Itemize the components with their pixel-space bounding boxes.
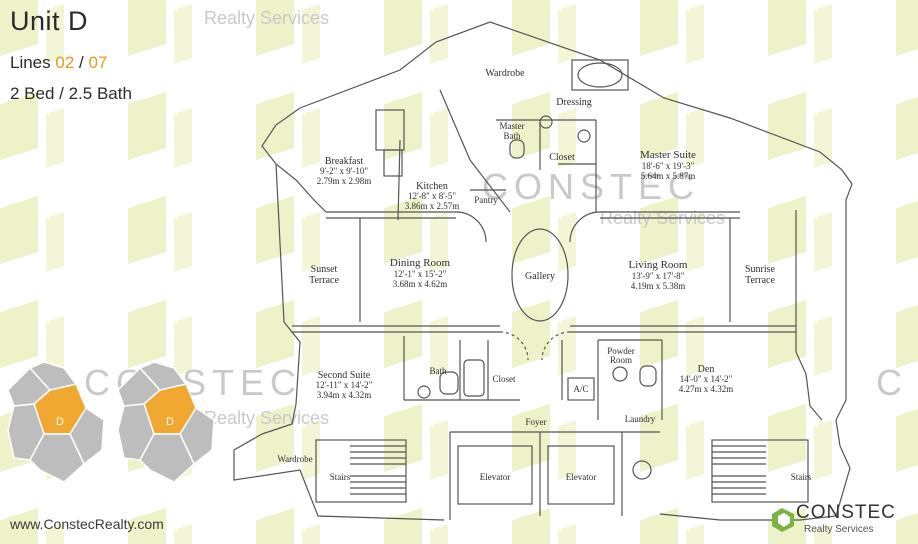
label-stairs-left: Stairs: [330, 472, 351, 482]
wall: [469, 159, 511, 213]
label-dining-dim: 12'-1" x 15'-2": [394, 269, 447, 279]
website-link[interactable]: www.ConstecRealty.com: [10, 516, 164, 532]
line-number-a: 02: [55, 53, 75, 72]
label-dining-dim: 3.68m x 4.62m: [393, 279, 448, 289]
label-living-room: Living Room: [629, 259, 688, 271]
label-second-dim: 3.94m x 4.32m: [317, 390, 372, 400]
label-foyer: Foyer: [526, 417, 547, 427]
label-dining-room: Dining Room: [390, 257, 451, 269]
sink: [539, 115, 553, 129]
bathtub-frame: [571, 59, 629, 91]
key-plans: D D: [7, 361, 215, 483]
label-sunrise-terrace: Terrace: [745, 275, 775, 286]
bed-bath-count: 2 Bed / 2.5 Bath: [10, 84, 132, 103]
watermark-constec-edge: C: [876, 362, 908, 403]
brand-name: CONSTEC: [796, 502, 896, 523]
lines-separator: /: [74, 53, 89, 72]
unit-title: Unit D: [10, 6, 89, 36]
stairs-right: [711, 439, 809, 503]
label-sunset-terrace: Terrace: [309, 275, 339, 286]
label-den-dim: 4.27m x 4.32m: [679, 384, 734, 394]
label-elevator-left: Elevator: [480, 472, 511, 482]
sink: [577, 129, 591, 143]
label-wardrobe-bottom: Wardrobe: [277, 454, 312, 464]
label-living-dim: 4.19m x 5.38m: [631, 281, 686, 291]
label-pantry: Pantry: [474, 195, 498, 205]
wall: [439, 89, 471, 161]
west-terrace-edge: [261, 163, 301, 435]
outer-wall-right: [835, 169, 853, 421]
label-kitchen: Kitchen: [416, 181, 448, 192]
label-master-bath: Master: [500, 121, 525, 131]
label-breakfast-dim: 9'-2" x 9'-10": [320, 166, 368, 176]
label-second-dim: 12'-11" x 14'-2": [316, 380, 373, 390]
toilet: [639, 365, 657, 387]
label-sunset-terrace: Sunset: [311, 264, 338, 275]
key-plan-right: D: [117, 361, 215, 483]
kitchen-sink: [383, 149, 403, 177]
door-swing: [455, 211, 487, 243]
key-plan-right-label: D: [166, 416, 174, 428]
elevator-car-right: [547, 445, 615, 505]
label-laundry: Laundry: [625, 414, 656, 424]
label-master-suite-dim: 18'-6" x 19'-3": [642, 161, 695, 171]
watermark-realty-services: Realty Services: [204, 8, 330, 28]
key-plan-left-label: D: [56, 416, 64, 428]
label-wardrobe-top: Wardrobe: [485, 68, 525, 79]
stairs-left: [315, 439, 407, 503]
label-dressing: Dressing: [556, 97, 592, 108]
brand-logo: CONSTEC Realty Services: [770, 502, 915, 538]
bottom-left-wall: [233, 433, 445, 521]
label-kitchen-dim: 3.86m x 2.57m: [405, 201, 460, 211]
wall: [397, 139, 401, 221]
sink: [417, 385, 431, 399]
label-master-suite-dim: 5.64m x 5.87m: [641, 171, 696, 181]
brand-tagline: Realty Services: [804, 524, 874, 535]
watermark-constec: CONSTEC: [482, 166, 701, 207]
label-closet-top: Closet: [549, 152, 575, 163]
label-breakfast-dim: 2.79m x 2.98m: [317, 176, 372, 186]
label-stairs-right: Stairs: [791, 472, 812, 482]
sink: [612, 366, 628, 382]
label-powder-room: Powder: [607, 346, 635, 356]
water-heater: [632, 460, 652, 480]
brand-mark-icon: [772, 508, 794, 532]
label-master-bath: Bath: [504, 131, 521, 141]
bottom-right-wall: [659, 419, 851, 521]
label-breakfast: Breakfast: [325, 156, 364, 167]
toilet: [509, 139, 525, 159]
key-plan-left: D: [7, 361, 105, 483]
label-sunrise-terrace: Sunrise: [745, 264, 776, 275]
label-elevator-right: Elevator: [566, 472, 597, 482]
shower: [463, 359, 485, 397]
toilet: [439, 371, 459, 395]
label-closet-mid: Closet: [492, 374, 516, 384]
label-den-dim: 14'-0" x 14'-2": [680, 374, 733, 384]
unit-lines: Lines 02 / 07: [10, 53, 107, 73]
gallery-oval: [511, 228, 569, 322]
label-living-dim: 13'-9" x 17'-8": [632, 271, 685, 281]
ac-unit: [567, 377, 595, 401]
label-master-suite: Master Suite: [640, 149, 696, 161]
label-gallery: Gallery: [525, 271, 555, 282]
elevator-car-left: [457, 445, 533, 505]
door-swing: [569, 211, 601, 243]
label-ac: A/C: [573, 384, 588, 394]
label-den: Den: [698, 364, 715, 375]
lines-prefix: Lines: [10, 53, 56, 72]
watermark-realty-services: Realty Services: [204, 408, 330, 428]
line-number-b: 07: [88, 53, 108, 72]
east-terrace-edge: [795, 210, 823, 421]
label-powder-room: Room: [610, 355, 632, 365]
label-kitchen-dim: 12'-8" x 8'-5": [408, 191, 456, 201]
label-second-suite: Second Suite: [318, 370, 371, 381]
label-bath: Bath: [430, 366, 447, 376]
bathtub: [577, 62, 623, 88]
